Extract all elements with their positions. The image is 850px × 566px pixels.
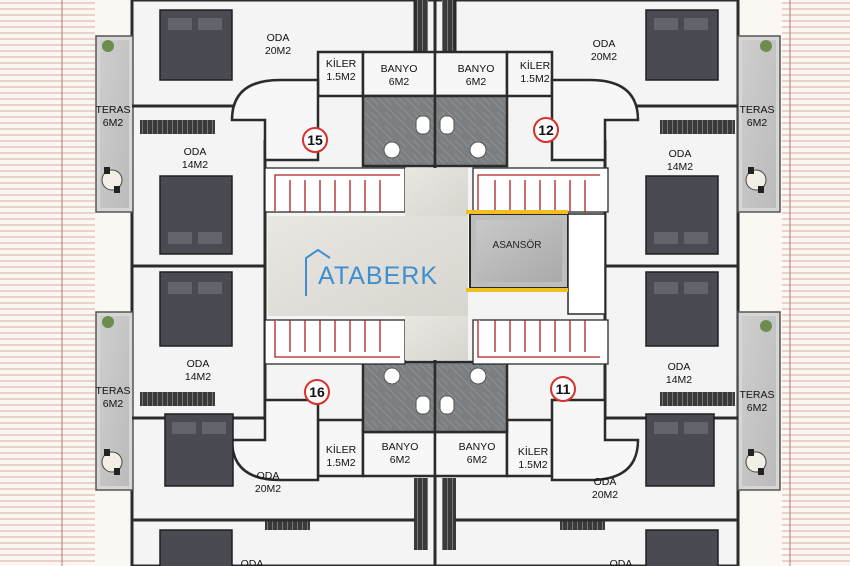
elevator-label: ASANSÖR <box>492 240 542 251</box>
elevator <box>466 210 606 315</box>
bed-icons <box>159 9 719 566</box>
plant-icon <box>102 40 772 332</box>
brand-logo: ATABERK <box>318 262 438 290</box>
unit-number-badge: 12 <box>533 117 559 143</box>
unit-number-badge: 16 <box>304 379 330 405</box>
entry-halls <box>230 78 640 482</box>
window-strips <box>140 0 735 550</box>
service-blocks <box>316 50 554 478</box>
logo-mark <box>305 248 331 296</box>
room-label-oda: ODA <box>240 558 264 566</box>
room-label-oda: ODA <box>609 558 633 566</box>
staircases <box>264 167 609 365</box>
unit-number-badge: 11 <box>550 376 576 402</box>
table-chairs-icon <box>101 167 767 475</box>
central-landing <box>268 216 468 316</box>
unit-number-badge: 15 <box>302 127 328 153</box>
pergola-right <box>782 0 850 566</box>
pergola-left <box>0 0 95 566</box>
